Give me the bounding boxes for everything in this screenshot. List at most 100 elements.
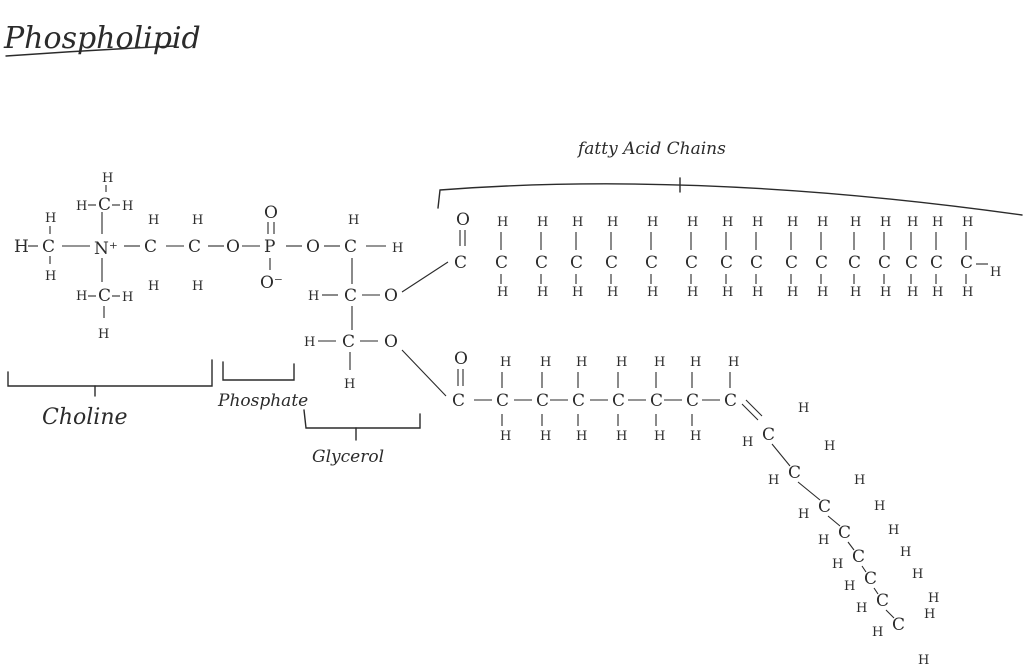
chain-hydrogen: H: [690, 355, 701, 370]
svg-text:H: H: [192, 279, 203, 294]
bond: [797, 481, 821, 501]
tail-hydrogen: H: [856, 601, 867, 616]
tail-hydrogen: H: [912, 567, 923, 582]
tail-hydrogen: H: [768, 473, 779, 488]
svg-text:H: H: [122, 199, 133, 214]
phosphate-group: O P O O⁻ O: [208, 203, 320, 293]
svg-text:O: O: [384, 286, 398, 306]
carbonyl-carbon: C: [454, 253, 467, 273]
chain-carbon: C: [495, 253, 508, 273]
tail-hydrogen: H: [832, 557, 843, 572]
chain-carbon: C: [572, 391, 585, 411]
chain-hydrogen: H: [752, 215, 763, 230]
svg-text:H: H: [102, 171, 113, 186]
chain-hydrogen: H: [607, 285, 618, 300]
svg-text:H: H: [45, 269, 56, 284]
chain-hydrogen: H: [722, 285, 733, 300]
chain-hydrogen: H: [576, 429, 587, 444]
svg-text:H: H: [192, 213, 203, 228]
svg-text:H: H: [348, 213, 359, 228]
chain-hydrogen: H: [690, 429, 701, 444]
chain-hydrogen: H: [616, 429, 627, 444]
carbonyl-oxygen: O: [456, 210, 470, 230]
tail-hydrogen: H: [888, 523, 899, 538]
chain-hydrogen: H: [497, 285, 508, 300]
chain-hydrogen: H: [537, 285, 548, 300]
svg-text:O: O: [264, 203, 278, 223]
tail-hydrogen: H: [900, 545, 911, 560]
chain-hydrogen: H: [722, 215, 733, 230]
tail-hydrogen: H: [798, 507, 809, 522]
chain-hydrogen: H: [647, 215, 658, 230]
svg-text:H: H: [76, 199, 87, 214]
bracket-phosphate: [222, 361, 295, 381]
chain-hydrogen: H: [787, 285, 798, 300]
chain-hydrogen: H: [817, 285, 828, 300]
svg-text:C: C: [342, 332, 355, 352]
chain-hydrogen: H: [850, 215, 861, 230]
cis-double-bond: [745, 399, 763, 417]
chain-carbon: C: [612, 391, 625, 411]
chain-hydrogen: H: [576, 355, 587, 370]
chain-hydrogen: H: [880, 215, 891, 230]
svg-text:H: H: [98, 327, 109, 342]
tail-carbon: C: [788, 463, 801, 483]
svg-text:H: H: [14, 237, 29, 257]
choline-group: H C H H N⁺ H C H H H C H H C H H C H H: [14, 171, 203, 342]
svg-text:H: H: [344, 377, 355, 392]
terminal-hydrogen: H: [990, 265, 1001, 280]
svg-text:H: H: [122, 290, 133, 305]
chain-hydrogen: H: [497, 215, 508, 230]
svg-text:O: O: [226, 237, 240, 257]
svg-text:C: C: [98, 286, 111, 306]
svg-text:C: C: [188, 237, 201, 257]
tail-carbon: C: [864, 569, 877, 589]
chain-hydrogen: H: [654, 429, 665, 444]
bond: [873, 587, 879, 595]
chain-carbon: C: [645, 253, 658, 273]
chain-carbon: C: [785, 253, 798, 273]
chain-carbon: C: [685, 253, 698, 273]
chain-hydrogen: H: [540, 429, 551, 444]
chain-carbon: C: [496, 391, 509, 411]
chain-carbon: C: [930, 253, 943, 273]
chain-hydrogen: H: [817, 215, 828, 230]
label-phosphate: Phosphate: [217, 391, 308, 411]
svg-text:C: C: [344, 237, 357, 257]
ester-bond-upper: [401, 261, 449, 293]
chain-carbon: C: [878, 253, 891, 273]
chain-hydrogen: H: [607, 215, 618, 230]
tail-carbon: C: [852, 547, 865, 567]
chain-hydrogen: H: [880, 285, 891, 300]
tail-carbon: C: [762, 425, 775, 445]
svg-text:H: H: [392, 241, 403, 256]
svg-text:H: H: [76, 289, 87, 304]
label-choline: Choline: [42, 405, 128, 430]
svg-text:H: H: [304, 335, 315, 350]
chain-carbon: C: [686, 391, 699, 411]
chain-carbon: C: [535, 253, 548, 273]
svg-text:H: H: [308, 289, 319, 304]
chain-carbon: C: [960, 253, 973, 273]
cis-double-bond: [741, 403, 759, 421]
chain-hydrogen: H: [932, 215, 943, 230]
svg-text:C: C: [42, 237, 55, 257]
tail-hydrogen: H: [872, 625, 883, 640]
tail-carbon: C: [838, 523, 851, 543]
label-glycerol: Glycerol: [312, 447, 384, 467]
chain-carbon: C: [536, 391, 549, 411]
chain-hydrogen: H: [787, 215, 798, 230]
tail-hydrogen: H: [874, 499, 885, 514]
chain-hydrogen: H: [850, 285, 861, 300]
chain-carbon: C: [815, 253, 828, 273]
ester-bond-lower: [401, 349, 447, 397]
chain-hydrogen: H: [907, 215, 918, 230]
svg-text:O: O: [384, 332, 398, 352]
tail-hydrogen: H: [824, 439, 835, 454]
tail-hydrogen: H: [798, 401, 809, 416]
bracket-glycerol: [303, 409, 421, 429]
svg-text:H: H: [45, 211, 56, 226]
chain-hydrogen: H: [752, 285, 763, 300]
bond: [771, 443, 791, 467]
